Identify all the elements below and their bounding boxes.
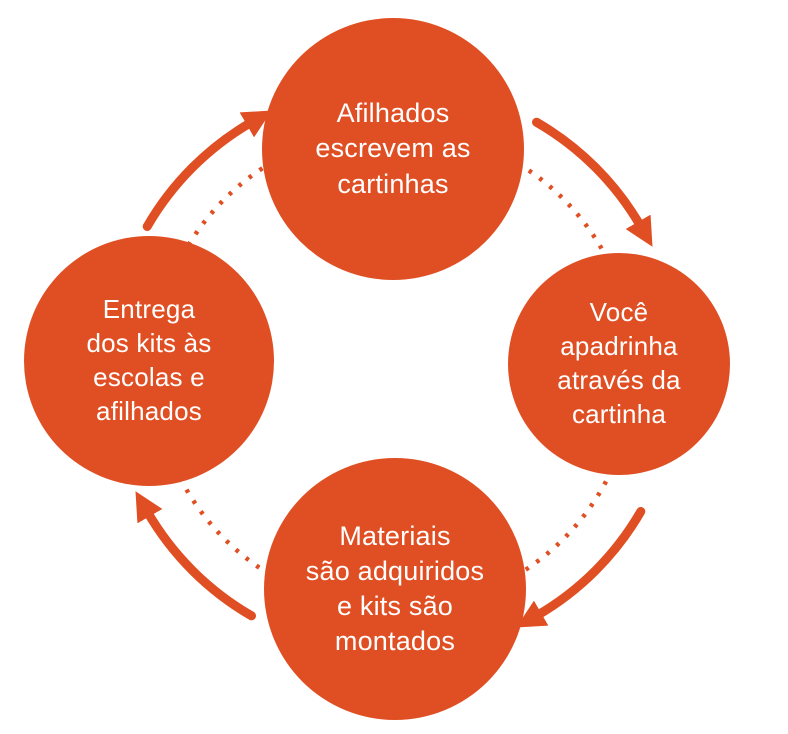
step-label: Você apadrinha através da cartinha xyxy=(557,297,681,429)
flow-arrow-right-to-bottom-icon xyxy=(516,507,646,628)
step-label: Materiais são adquiridos e kits são mont… xyxy=(305,520,485,657)
step-circle-voce-apadrinha: Você apadrinha através da cartinha xyxy=(508,253,730,475)
flow-arrow-top-to-right-icon xyxy=(532,117,653,247)
flow-arrow-left-to-top-icon xyxy=(142,110,272,231)
step-label: Afilhados escrevem as cartinhas xyxy=(315,98,471,199)
step-circle-afilhados-escrevem: Afilhados escrevem as cartinhas xyxy=(262,18,524,280)
step-circle-entrega-kits: Entrega dos kits às escolas e afilhados xyxy=(24,236,274,486)
flow-arrow-bottom-to-left-icon xyxy=(135,491,256,621)
step-label: Entrega dos kits às escolas e afilhados xyxy=(86,294,212,426)
step-circle-materiais-kits: Materiais são adquiridos e kits são mont… xyxy=(264,458,526,720)
